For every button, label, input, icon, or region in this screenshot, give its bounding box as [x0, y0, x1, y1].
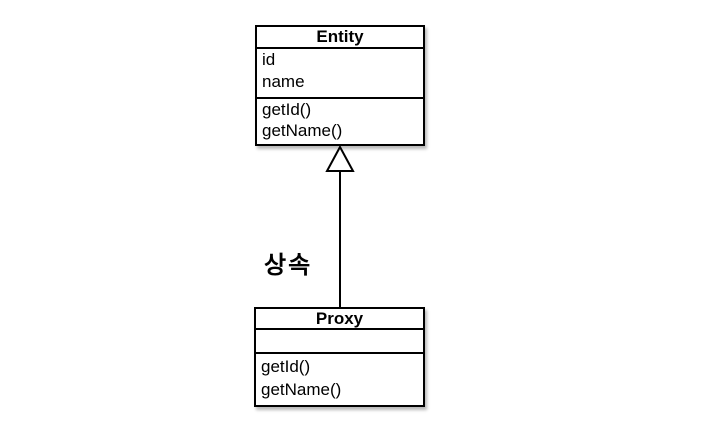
entity-attribute-name: name	[262, 72, 305, 91]
entity-class-name: Entity	[257, 27, 423, 49]
proxy-class-name: Proxy	[256, 309, 423, 330]
proxy-method-getid: getId()	[261, 357, 311, 376]
entity-attribute-id: id	[262, 50, 276, 69]
proxy-method-getname: getName()	[261, 380, 342, 399]
entity-attributes-section: id name	[257, 49, 423, 99]
entity-method-getname: getName()	[262, 121, 343, 140]
entity-method-getid: getId()	[262, 100, 312, 119]
class-box-entity: Entity id name getId() getName()	[255, 25, 425, 146]
entity-methods-section: getId() getName()	[257, 99, 423, 144]
inheritance-label: 상속	[264, 252, 313, 279]
generalization-arrowhead-icon	[325, 145, 355, 172]
generalization-arrow	[325, 145, 355, 307]
proxy-methods-section: getId() getName()	[256, 354, 423, 406]
proxy-attributes-section-empty	[256, 330, 423, 354]
class-box-proxy: Proxy getId() getName()	[254, 307, 425, 407]
